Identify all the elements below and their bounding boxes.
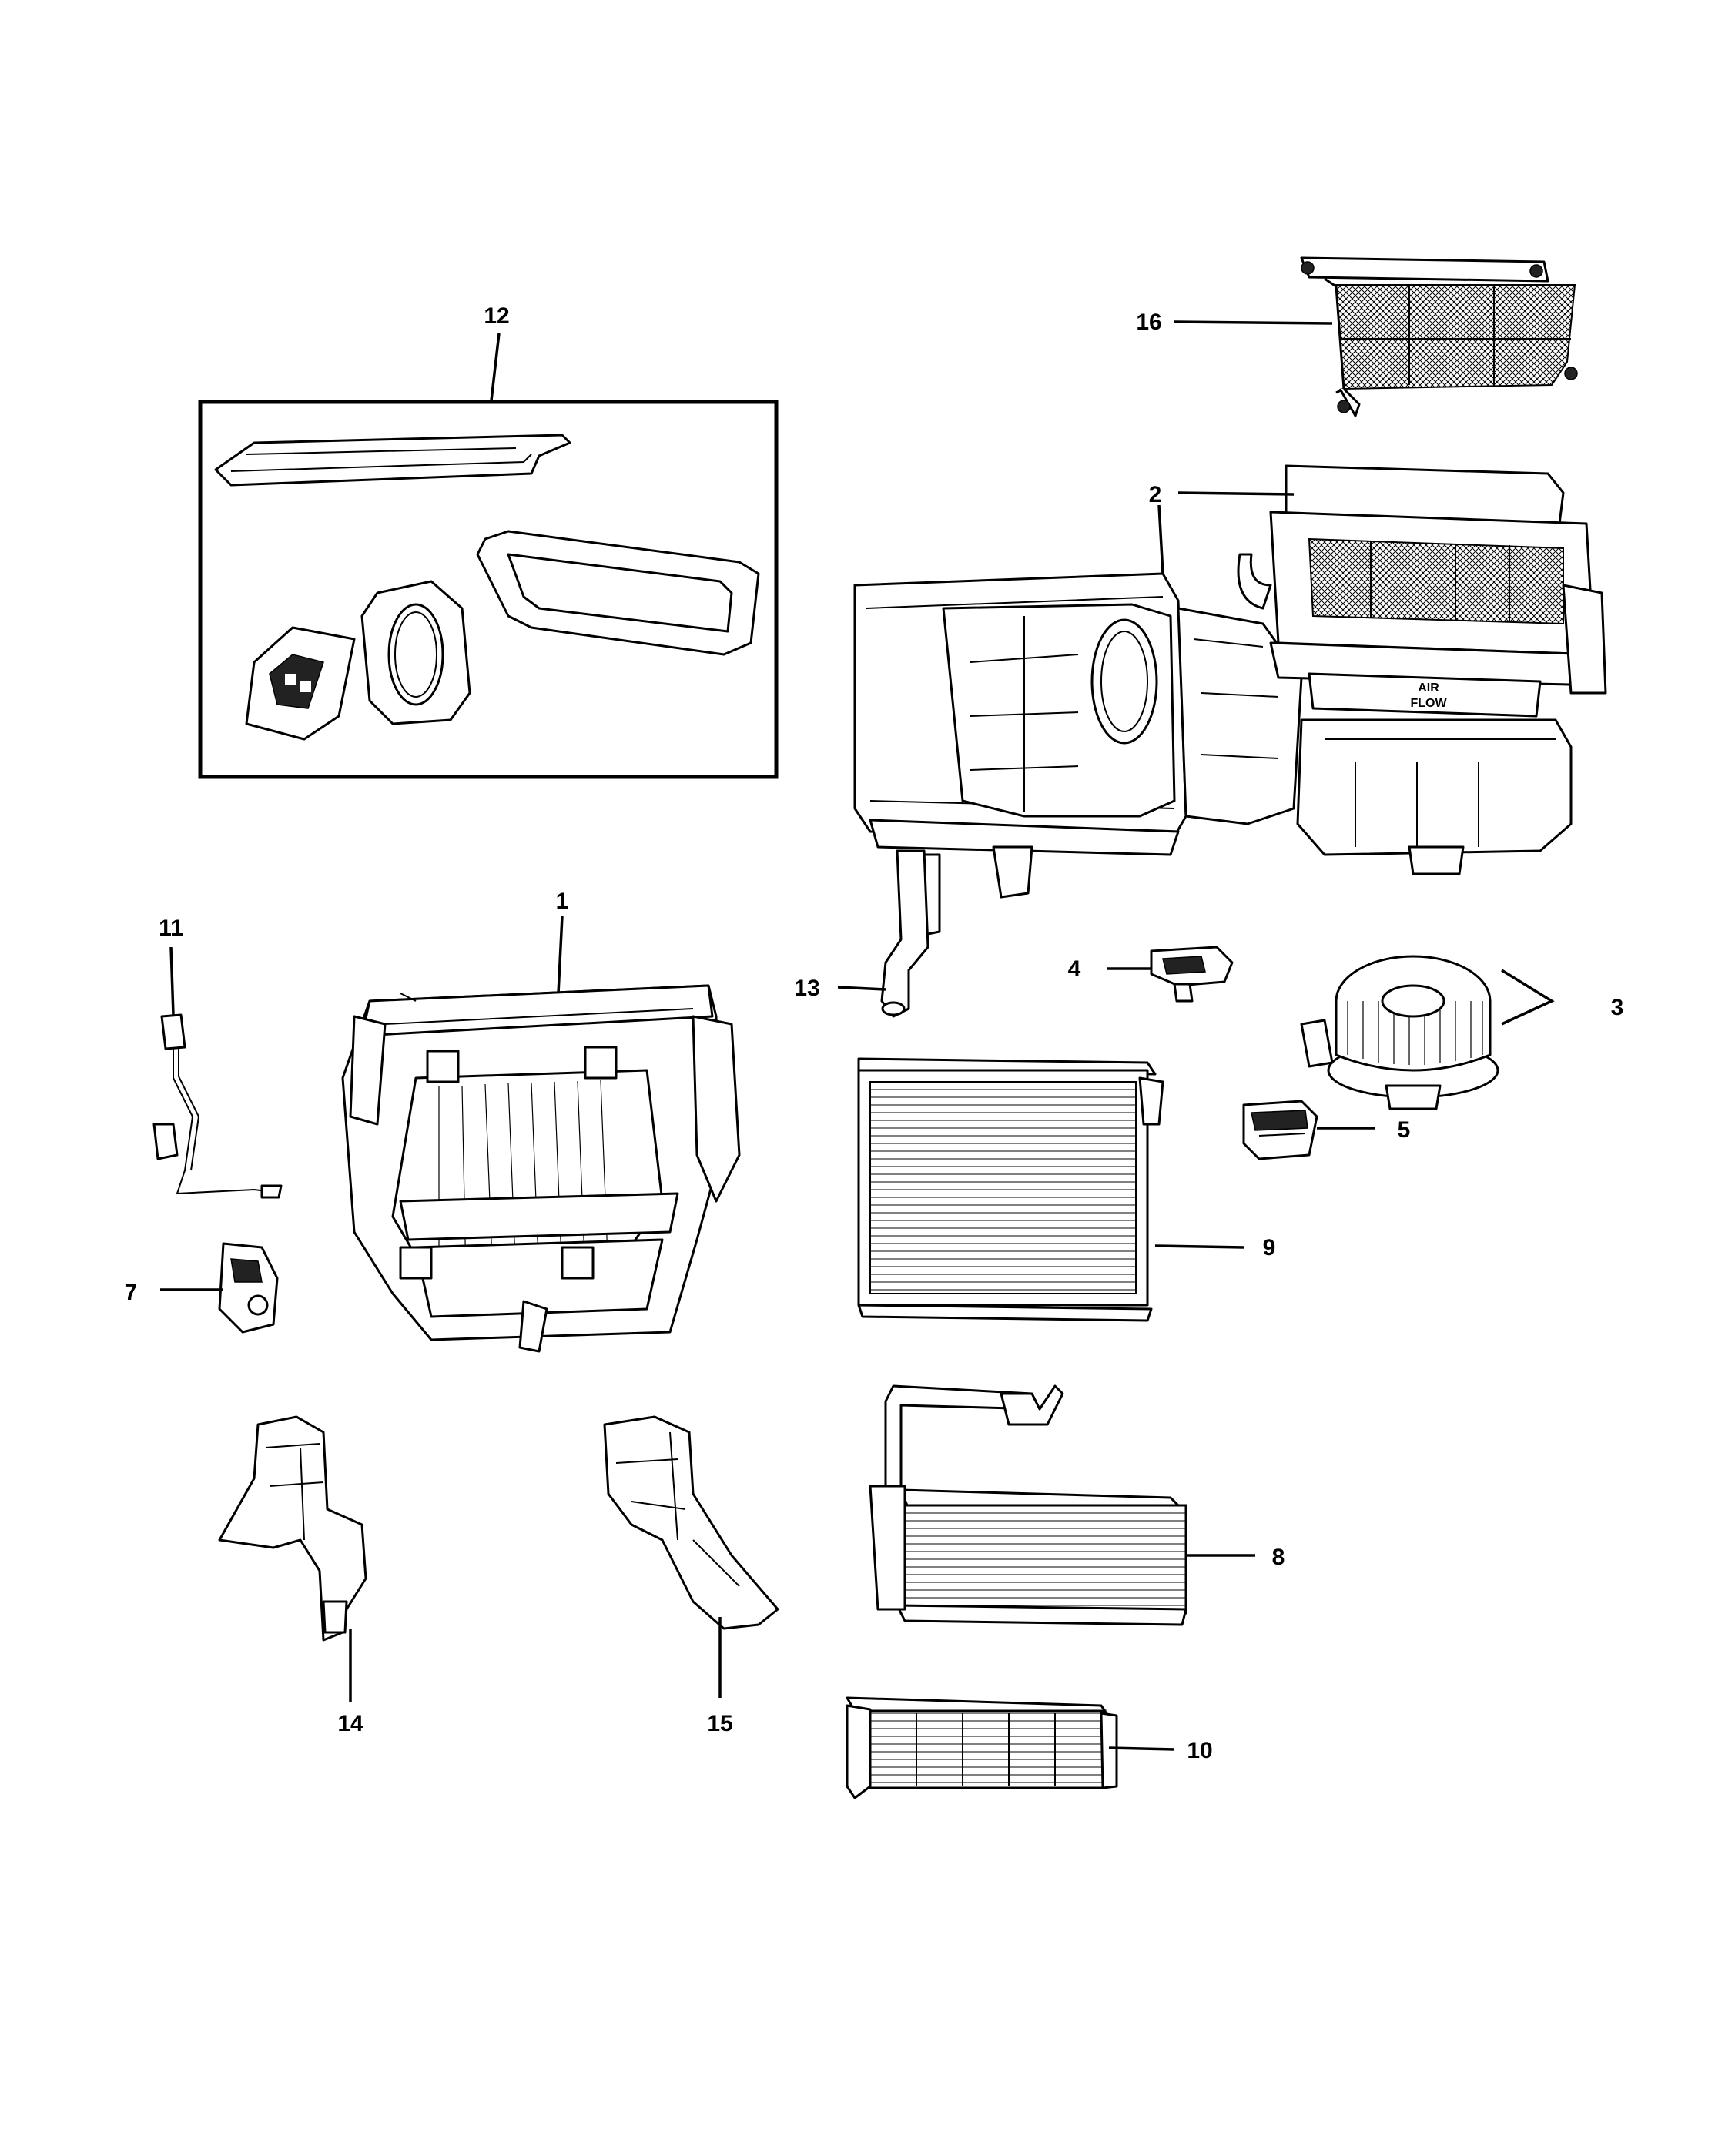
leader-16 — [1174, 320, 1333, 325]
callout-2: 2 — [1149, 482, 1162, 507]
part-10-temp-sensor — [152, 1013, 283, 1199]
callout-12: 12 — [484, 303, 509, 329]
leader-3 — [1501, 969, 1555, 1026]
part-15-duct — [603, 1415, 779, 1630]
part-16-cabin-filter — [1300, 256, 1578, 417]
leader-9 — [1154, 1244, 1244, 1249]
part-11-ptc-heater — [846, 1696, 1118, 1799]
callout-numbers: 12 16 2 1 11 13 4 3 5 9 7 8 14 15 10 — [125, 303, 1624, 1763]
part-14-duct — [218, 1415, 367, 1642]
part-12-seal-kit — [198, 400, 779, 779]
callout-10: 11 — [159, 916, 183, 941]
part-3-blower-motor — [1300, 955, 1499, 1110]
callout-9: 9 — [1263, 1235, 1276, 1260]
part-7-actuator — [218, 1242, 279, 1334]
part-4-sensor — [1150, 946, 1234, 1003]
flow-label: FLOW — [1410, 697, 1447, 710]
callout-8: 8 — [1272, 1545, 1285, 1570]
callout-15: 15 — [707, 1711, 732, 1736]
leader-2a — [1177, 491, 1295, 496]
leader-12 — [490, 333, 501, 401]
callout-5: 5 — [1398, 1117, 1411, 1143]
callout-7: 7 — [125, 1280, 138, 1305]
callout-13: 13 — [794, 976, 819, 1001]
leader-13 — [837, 986, 886, 991]
leader-1 — [557, 916, 564, 994]
callout-11: 10 — [1187, 1738, 1212, 1763]
part-8-heater-core — [869, 1384, 1187, 1626]
leader-2b — [1157, 504, 1164, 574]
callout-1: 1 — [556, 889, 569, 914]
part-5-resistor — [1242, 1100, 1318, 1160]
leader-10 — [169, 946, 175, 1016]
part-9-evaporator — [857, 1057, 1164, 1322]
leader-11 — [1108, 1746, 1175, 1751]
part-2-hvac-housing: AIR FLOW — [853, 464, 1607, 937]
callout-4: 4 — [1068, 956, 1081, 982]
callout-14: 14 — [337, 1711, 363, 1736]
callout-16: 16 — [1136, 310, 1161, 335]
air-label: AIR — [1418, 681, 1439, 695]
leader-lines — [160, 320, 1555, 1751]
callout-3: 3 — [1611, 995, 1624, 1020]
part-1-hvac-main-unit — [341, 984, 741, 1353]
part-13-drain-tube — [880, 849, 929, 1018]
